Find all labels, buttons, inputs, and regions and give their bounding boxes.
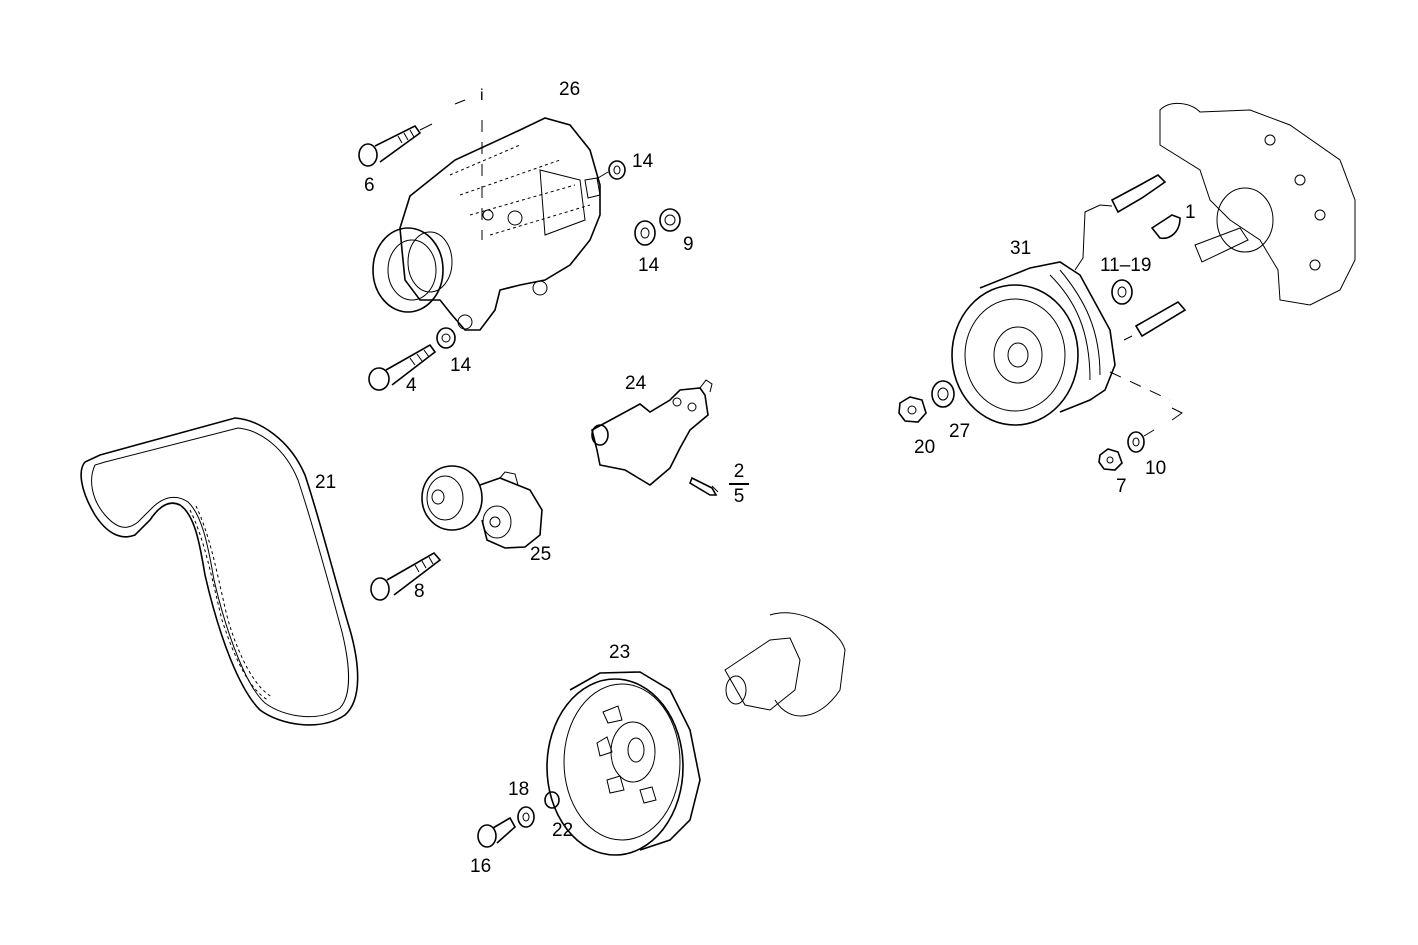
callout-23: 23 [609,642,631,663]
bolt-part-6[interactable] [358,123,433,167]
screw-part-2-5[interactable] [689,476,719,496]
callout-1: 1 [1185,202,1196,223]
callout-14-middle: 14 [638,255,660,276]
washer-part-14-lower[interactable] [436,327,456,349]
spacer-part-22[interactable] [544,791,560,809]
washer-part-27[interactable] [931,380,955,408]
nut-part-20[interactable] [898,396,927,423]
stud [1123,300,1187,341]
callout-21: 21 [315,472,337,493]
shim-part-11-19[interactable] [1111,279,1133,305]
callout-18: 18 [508,779,530,800]
callout-2: 2 [733,461,745,482]
bolt-part-4[interactable] [368,343,437,391]
bracket-part-24[interactable] [591,379,713,486]
callout-10: 10 [1145,458,1167,479]
bolt-part-8[interactable] [370,551,442,601]
nut-part-7[interactable] [1098,448,1123,471]
woodruff-key-part-1[interactable] [1150,214,1181,240]
washer-part-18[interactable] [517,806,535,828]
callout-6: 6 [364,175,375,196]
fraction-bar [729,483,749,485]
washer-part-10[interactable] [1127,429,1155,453]
ac-clutch-pulley-part-31[interactable] [951,174,1183,426]
crankshaft-snout [724,612,846,717]
callout-4: 4 [406,375,417,396]
callout-marker-i: i [480,87,484,104]
callout-20: 20 [914,437,936,458]
crankshaft-pulley-part-23[interactable] [546,671,701,856]
nut-part-9[interactable] [659,208,681,232]
callout-22: 22 [552,820,574,841]
callout-24: 24 [625,373,647,394]
callout-2-5: 2 5 [729,462,749,506]
callout-7: 7 [1116,476,1127,497]
washer-part-14-upper[interactable] [597,160,626,180]
drive-belt-part-21[interactable] [80,417,359,726]
callout-14-upper: 14 [632,151,654,172]
callout-14-lower: 14 [450,355,472,376]
bolt-part-16[interactable] [477,816,517,848]
callout-9: 9 [683,234,694,255]
washer-part-14-middle[interactable] [634,220,656,246]
tensioner-part-25[interactable] [421,465,543,549]
alternator-part-26[interactable] [372,99,601,331]
callout-16: 16 [470,856,492,877]
callout-26: 26 [559,79,581,100]
callout-11-19: 11–19 [1100,255,1152,276]
callout-27: 27 [949,421,971,442]
callout-5: 5 [733,486,745,507]
callout-8: 8 [414,581,425,602]
callout-31: 31 [1010,238,1032,259]
callout-25: 25 [530,544,552,565]
ac-compressor-body [1159,103,1356,306]
